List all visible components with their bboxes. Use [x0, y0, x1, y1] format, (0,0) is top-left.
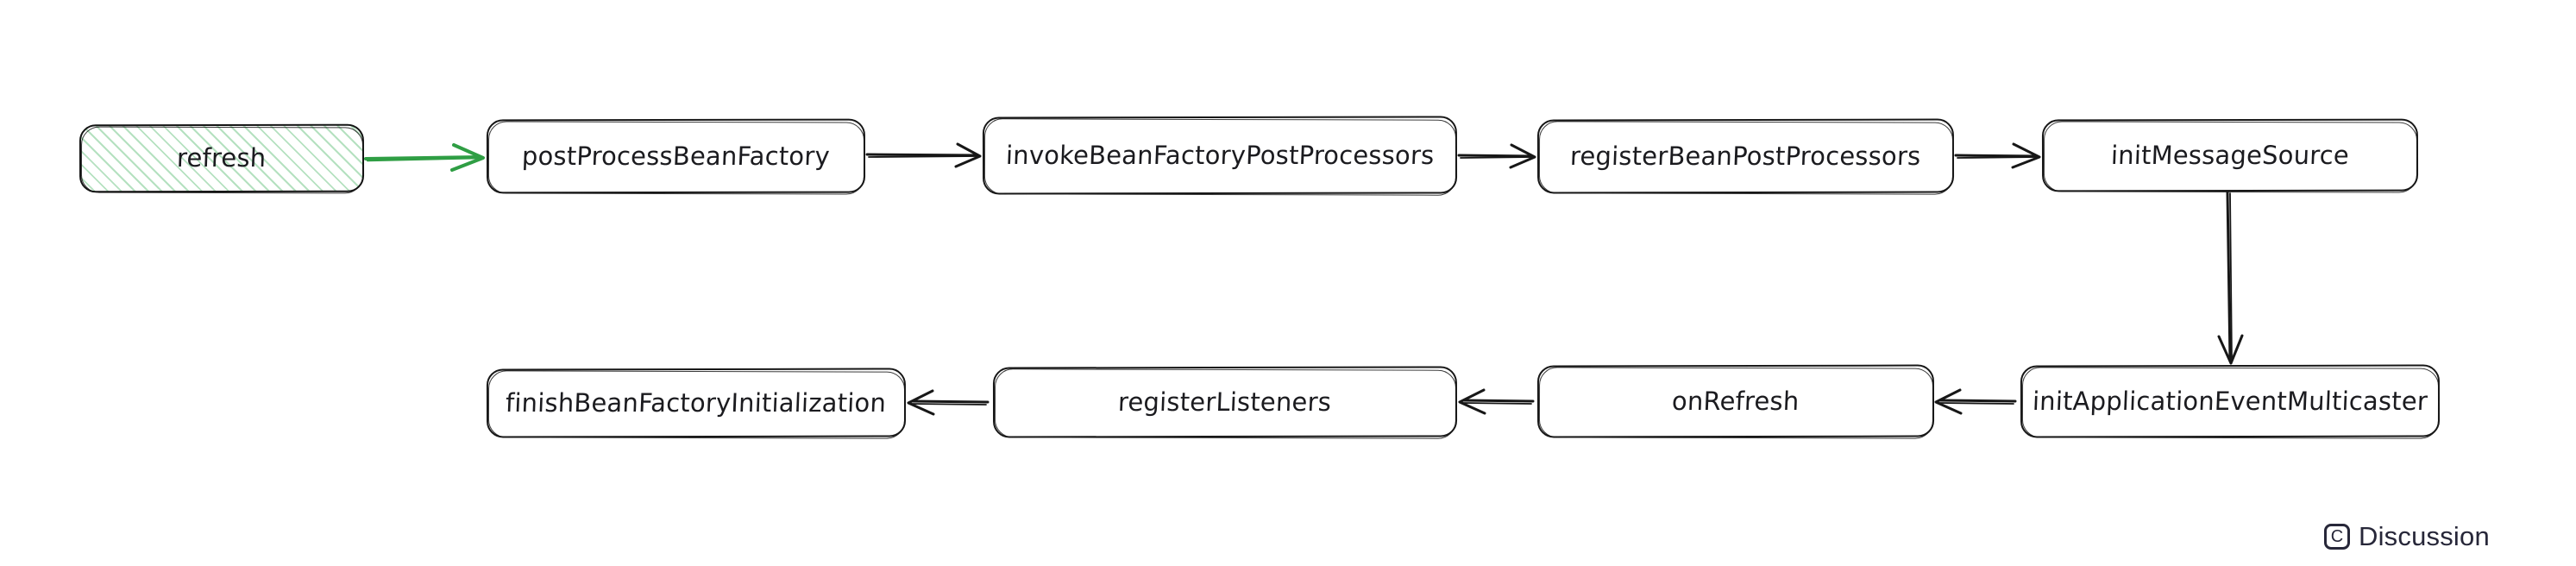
node-label-refresh: refresh: [176, 142, 267, 173]
node-label-register-bean-post-processors: registerBeanPostProcessors: [1569, 141, 1922, 171]
node-label-finish-bean-factory-initialization: finishBeanFactoryInitialization: [505, 387, 888, 418]
discussion-label: Discussion: [2359, 521, 2490, 551]
node-label-init-message-source: initMessageSource: [2110, 140, 2350, 170]
node-init-message-source[interactable]: initMessageSource: [2043, 120, 2417, 191]
node-register-bean-post-processors[interactable]: registerBeanPostProcessors: [1538, 120, 1953, 192]
edge-initApplicationEventMulticaster-to-onRefresh: [1934, 388, 2017, 415]
edge-postProcessBeanFactory-to-invokeBeanFactoryPostProcessors: [865, 142, 982, 168]
node-init-application-event-multicaster[interactable]: initApplicationEventMulticaster: [2021, 366, 2439, 437]
edge-onRefresh-to-registerListeners: [1458, 388, 1535, 415]
edge-refresh-to-postProcessBeanFactory: [364, 143, 485, 172]
edge-invokeBeanFactoryPostProcessors-to-registerBeanPostProcessors: [1457, 143, 1536, 169]
node-refresh[interactable]: refresh: [80, 125, 363, 192]
discussion-watermark[interactable]: C Discussion: [2324, 521, 2490, 552]
copyright-c-icon: C: [2324, 524, 2350, 550]
node-post-process-bean-factory[interactable]: postProcessBeanFactory: [487, 120, 864, 192]
edge-initMessageSource-to-initApplicationEventMulticaster: [2217, 191, 2244, 365]
node-label-register-listeners: registerListeners: [1117, 387, 1333, 417]
edge-registerBeanPostProcessors-to-initMessageSource: [1954, 142, 2041, 169]
edge-registerListeners-to-finishBeanFactoryInitialization: [907, 389, 990, 416]
node-label-invoke-bean-factory-post-processors: invokeBeanFactoryPostProcessors: [1005, 140, 1435, 170]
node-label-on-refresh: onRefresh: [1671, 386, 1800, 416]
node-on-refresh[interactable]: onRefresh: [1538, 366, 1933, 437]
node-label-post-process-bean-factory: postProcessBeanFactory: [521, 141, 831, 171]
node-label-init-application-event-multicaster: initApplicationEventMulticaster: [2032, 386, 2428, 416]
node-finish-bean-factory-initialization[interactable]: finishBeanFactoryInitialization: [487, 369, 905, 437]
node-invoke-bean-factory-post-processors[interactable]: invokeBeanFactoryPostProcessors: [983, 117, 1456, 193]
node-register-listeners[interactable]: registerListeners: [994, 368, 1456, 437]
